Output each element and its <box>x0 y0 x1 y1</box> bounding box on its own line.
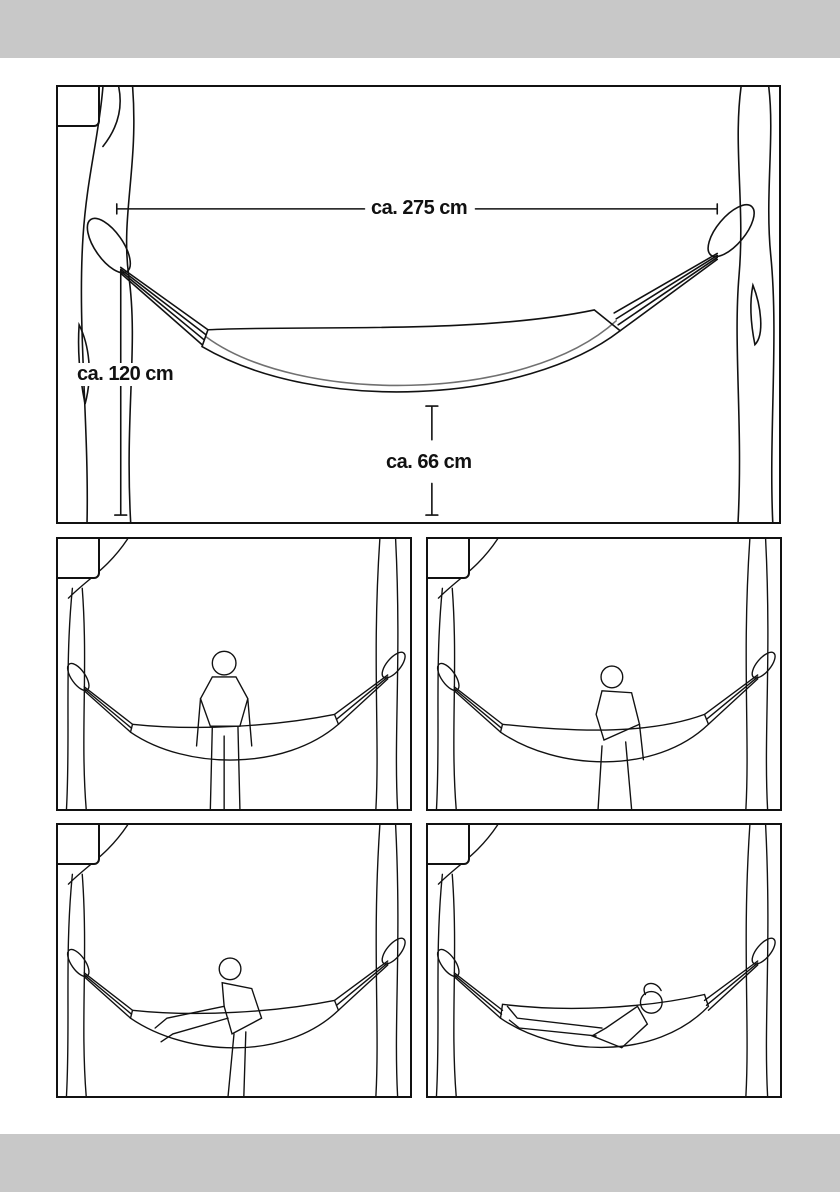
panel-dimensions: ca. 275 cm ca. 120 cm ca. 66 cm <box>56 85 781 524</box>
panel-step-standing <box>56 537 412 811</box>
footer-band <box>0 1134 840 1192</box>
panel-step-swinging-legs <box>56 823 412 1098</box>
clearance-dimension-label: ca. 66 cm <box>382 451 476 474</box>
header-band <box>0 0 840 58</box>
right-tree-trunk <box>737 87 741 522</box>
step-badge-1 <box>56 85 100 127</box>
left-strap-ring <box>79 212 138 280</box>
panel-step-sitting <box>426 537 782 811</box>
lying-illustration <box>428 825 780 1096</box>
step-badge-5 <box>426 823 470 865</box>
hammock-fabric <box>202 310 620 392</box>
sitting-illustration <box>428 539 780 809</box>
width-dimension-label: ca. 275 cm <box>367 197 471 220</box>
standing-illustration <box>58 539 410 809</box>
step-badge-3 <box>426 537 470 579</box>
step-badge-2 <box>56 537 100 579</box>
right-strap-ring <box>700 197 762 263</box>
step-badge-4 <box>56 823 100 865</box>
height-dimension-label: ca. 120 cm <box>73 363 177 386</box>
swinging-legs-illustration <box>58 825 410 1096</box>
left-tree-trunk <box>81 87 102 522</box>
panel-step-lying <box>426 823 782 1098</box>
